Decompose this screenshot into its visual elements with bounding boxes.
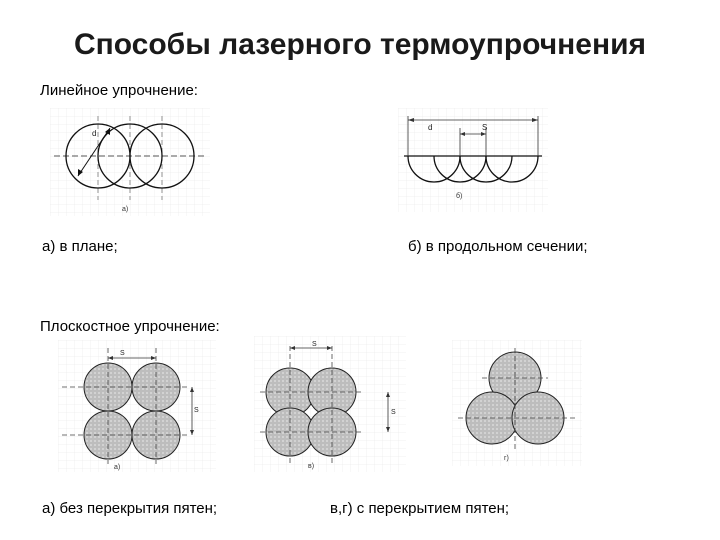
spot-circle xyxy=(131,410,181,460)
linear-heading: Линейное упрочнение: xyxy=(40,82,198,99)
dimension-d-label: d xyxy=(92,129,96,138)
spot-arc xyxy=(433,155,487,183)
arrowhead xyxy=(386,392,390,397)
dimension-s-label: S xyxy=(194,407,199,414)
arrowhead xyxy=(290,346,295,350)
arrowhead xyxy=(386,427,390,432)
arrowhead xyxy=(78,169,83,176)
spot-circle xyxy=(129,123,195,189)
spot-circle xyxy=(97,123,163,189)
arrowhead xyxy=(190,430,194,435)
planar-heading: Плоскостное упрочнение: xyxy=(40,318,220,335)
arrowhead xyxy=(105,128,110,135)
caption-linear-section: б) в продольном сечении; xyxy=(408,238,588,255)
dimension-s-label: S xyxy=(482,123,487,132)
arrowhead xyxy=(327,346,332,350)
diameter-arrow xyxy=(77,127,111,177)
arrowhead xyxy=(532,118,538,122)
spot-arc xyxy=(485,155,539,183)
linear-plan-diagram: d а) xyxy=(50,108,210,216)
spot-circle xyxy=(83,410,133,460)
page-title: Способы лазерного термоупрочнения xyxy=(73,28,647,61)
spot-arc xyxy=(459,155,513,183)
figure-letter-b: б) xyxy=(456,192,462,200)
figure-letter-g: г) xyxy=(504,455,509,462)
spot-circle xyxy=(131,362,181,412)
dimension-s-label: S xyxy=(391,409,396,416)
spot-arc xyxy=(407,155,461,183)
dimension-s-label: S xyxy=(120,350,125,357)
caption-planar-overlap: в,г) с перекрытием пятен; xyxy=(330,500,510,517)
spot-circle xyxy=(83,362,133,412)
arrowhead xyxy=(108,356,113,360)
caption-planar-no-overlap: а) без перекрытия пятен; xyxy=(42,500,218,517)
planar-overlap-v-diagram: S S в) xyxy=(254,336,406,472)
dimension-d-label: d xyxy=(428,123,432,132)
planar-overlap-g-diagram: г) xyxy=(452,340,582,466)
figure-letter-a: а) xyxy=(114,464,120,471)
arrowhead xyxy=(408,118,414,122)
figure-letter-a: а) xyxy=(122,206,128,213)
arrowhead xyxy=(481,132,486,136)
arrowhead xyxy=(460,132,465,136)
linear-section-diagram: d S б) xyxy=(398,108,548,212)
caption-linear-plan: а) в плане; xyxy=(42,238,118,255)
grid-background xyxy=(398,108,548,212)
arrowhead xyxy=(151,356,156,360)
figure-letter-v: в) xyxy=(308,463,314,470)
dimension-s-label: S xyxy=(312,341,317,348)
spot-circle xyxy=(265,407,315,457)
planar-no-overlap-diagram: S S а) xyxy=(58,340,216,472)
arrowhead xyxy=(190,387,194,392)
